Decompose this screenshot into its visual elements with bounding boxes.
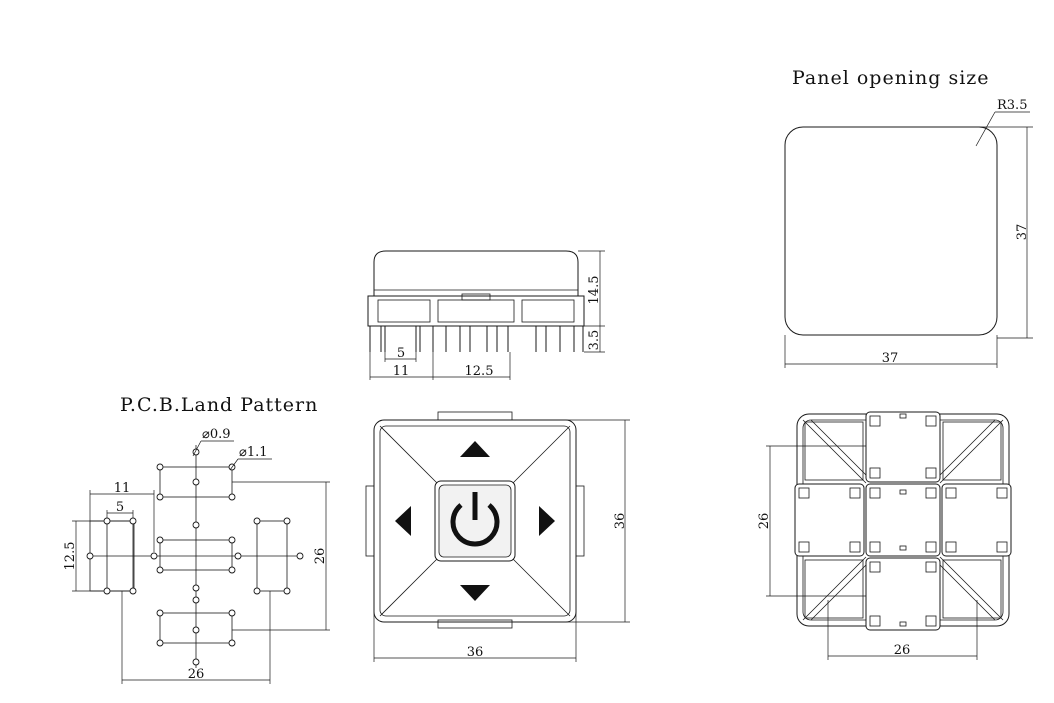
top-height-label: 36	[613, 513, 628, 530]
pcb-centerlines	[92, 445, 300, 668]
top-view: 36 36	[365, 411, 630, 662]
pcb-dim-11-label: 11	[114, 481, 131, 496]
panel-opening-outline	[784, 126, 998, 336]
pcb-holes	[86, 448, 304, 666]
clip-top	[437, 411, 513, 421]
bottom-small-squares	[798, 413, 1008, 627]
panel-width-label: 37	[882, 351, 899, 366]
top-width-label: 36	[467, 645, 484, 660]
cap-diagonals	[379, 425, 571, 617]
panel-opening-title: Panel opening size	[792, 67, 990, 89]
side-pitch-inner-label: 5	[397, 346, 405, 361]
arrow-up-icon	[460, 441, 490, 457]
side-height-label: 14.5	[587, 276, 602, 305]
hole-large-label: ⌀1.1	[239, 445, 268, 460]
power-button-outline	[434, 480, 516, 562]
side-housing-left	[377, 299, 431, 323]
pcb-dim-12-5-label: 12.5	[63, 542, 78, 571]
pcb-dim-5-label: 5	[116, 500, 124, 515]
side-pins	[369, 326, 584, 352]
radius-label: R3.5	[997, 98, 1027, 113]
side-cap	[373, 250, 579, 297]
side-view: 14.5 3.5 5 11 12.5	[367, 250, 605, 380]
side-pitch-center-label: 12.5	[465, 364, 494, 379]
clip-bottom	[437, 619, 513, 629]
arrow-left-icon	[395, 506, 411, 536]
power-button-face	[438, 484, 512, 558]
pcb-dim-26-h-label: 26	[188, 667, 205, 682]
bottom-switch-modules	[794, 411, 1012, 631]
side-housing-right	[521, 299, 575, 323]
clip-right	[575, 485, 585, 557]
side-pitch-left-label: 11	[393, 364, 410, 379]
power-icon	[450, 492, 500, 547]
hole-large-leader	[229, 458, 239, 471]
arrow-down-icon	[460, 585, 490, 601]
bottom-view: 26 26	[757, 411, 1012, 660]
bottom-height-label: 26	[757, 513, 772, 530]
bottom-diagonals	[802, 419, 1004, 621]
cap-outline	[373, 419, 577, 623]
radius-leader	[975, 111, 996, 147]
side-pin-label: 3.5	[587, 330, 602, 351]
side-body	[367, 295, 585, 327]
hole-small-leader	[192, 440, 202, 457]
bottom-width-label: 26	[894, 643, 911, 658]
arrow-right-icon	[539, 506, 555, 536]
side-housing-center	[437, 299, 515, 323]
pcb-land-pattern: P.C.B.Land Pattern	[63, 394, 330, 684]
panel-height-label: 37	[1015, 224, 1030, 241]
pcb-land-pattern-title: P.C.B.Land Pattern	[120, 394, 318, 416]
panel-opening-view: Panel opening size R3.5 37 37	[784, 67, 1033, 368]
clip-left	[365, 485, 375, 557]
cap-inner-outline	[379, 425, 571, 617]
side-tab-center	[461, 293, 491, 301]
pcb-dim-26-v-label: 26	[313, 548, 328, 565]
hole-small-label: ⌀0.9	[202, 427, 231, 442]
